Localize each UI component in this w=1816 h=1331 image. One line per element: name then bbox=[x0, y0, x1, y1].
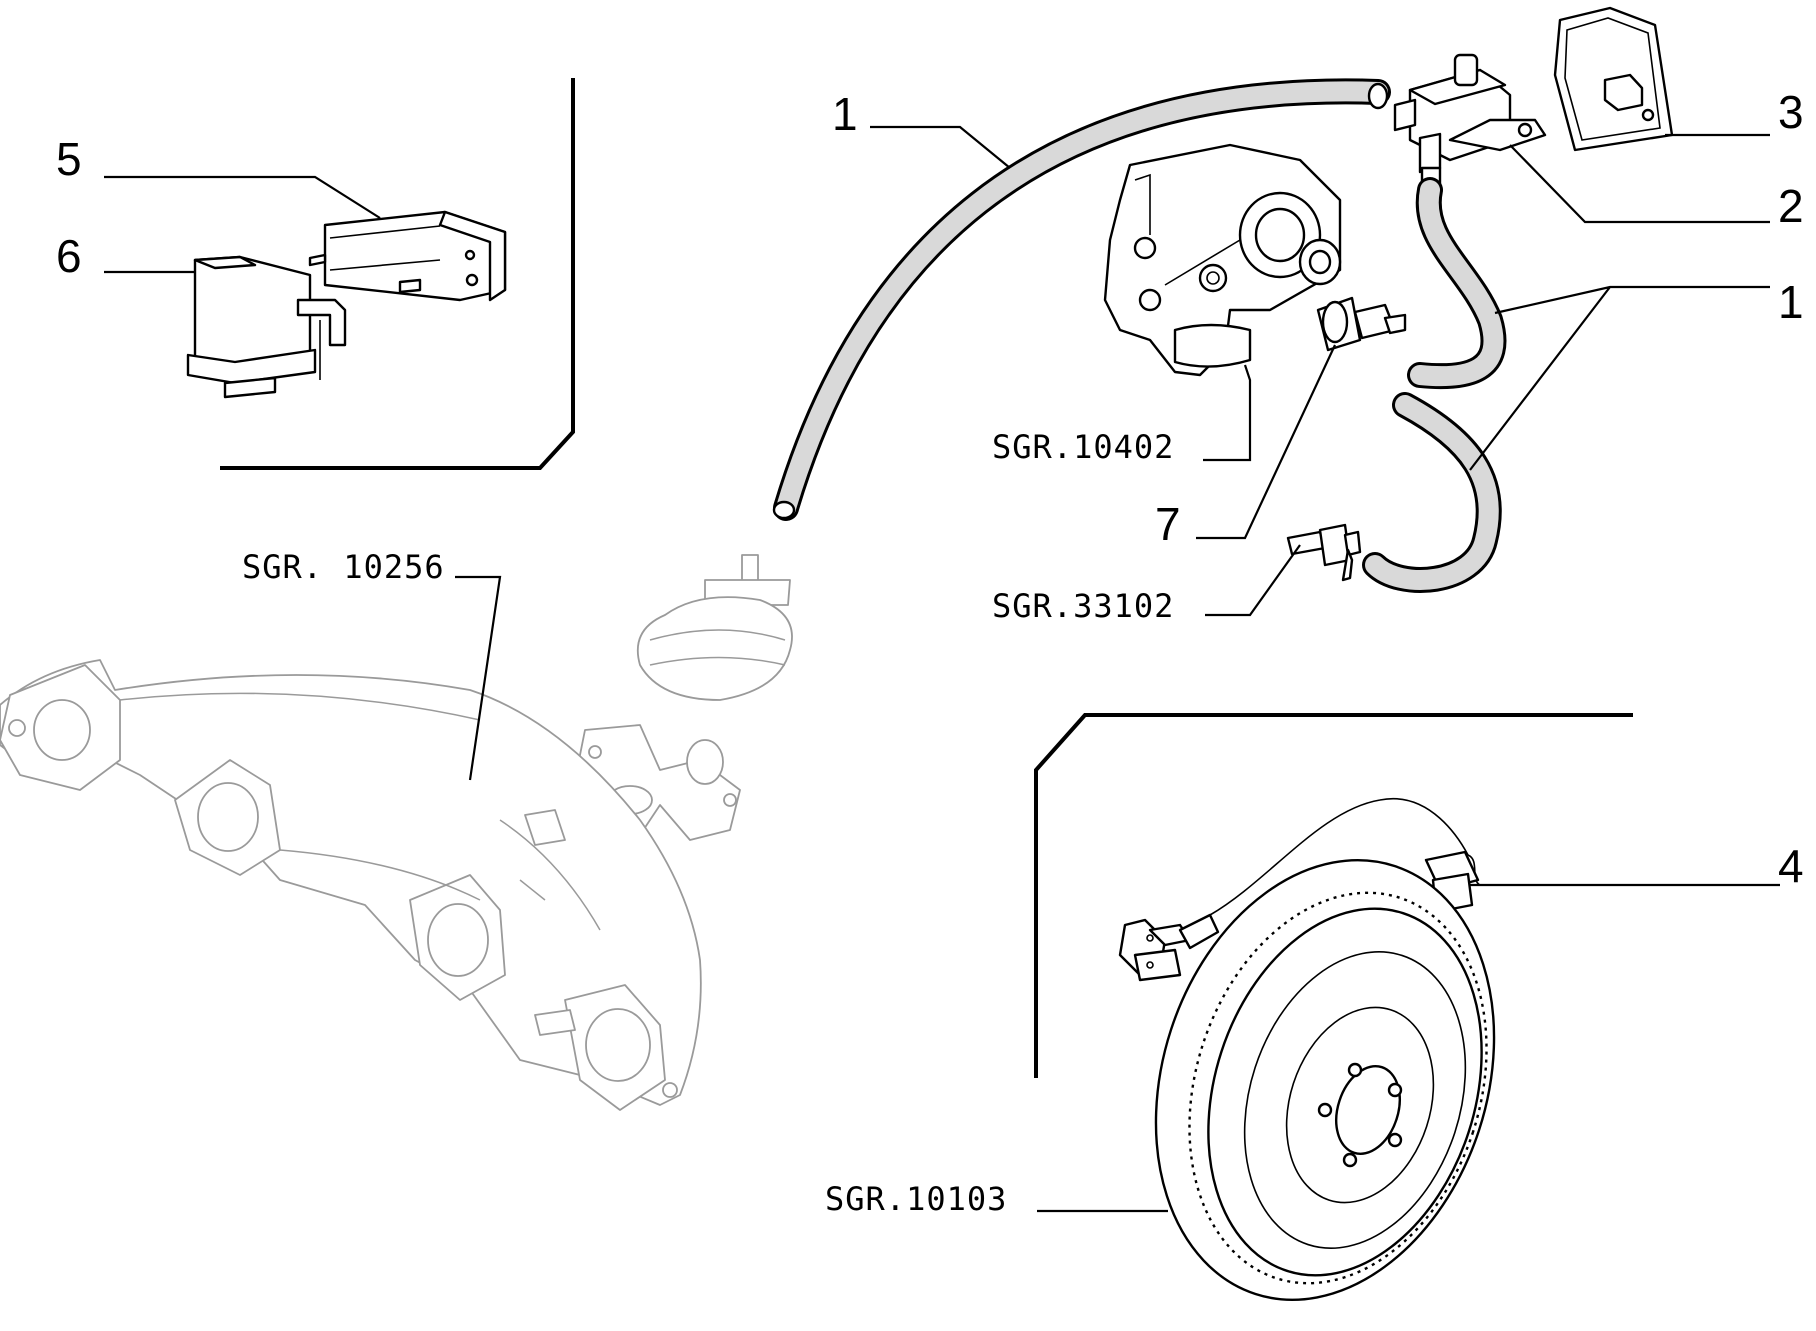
upper-left-frame bbox=[220, 78, 575, 470]
flywheel bbox=[1154, 859, 1496, 1301]
leader-10256 bbox=[455, 575, 502, 781]
leader-33102 bbox=[1205, 544, 1301, 617]
callout-7: 7 bbox=[1155, 498, 1181, 550]
temperature-sensor bbox=[1316, 296, 1407, 352]
exhaust-manifold bbox=[0, 659, 702, 1111]
leader-2 bbox=[1509, 144, 1770, 224]
lower-right-frame bbox=[1034, 713, 1633, 1078]
thermostat-housing bbox=[1103, 143, 1342, 377]
callout-6: 6 bbox=[56, 230, 82, 282]
vacuum-hose-union bbox=[1362, 392, 1502, 593]
egr-valve bbox=[574, 554, 793, 865]
callout-2: 2 bbox=[1778, 180, 1804, 232]
callout-5: 5 bbox=[56, 133, 82, 185]
vacuum-valve bbox=[1393, 53, 1547, 188]
leader-10402 bbox=[1203, 364, 1252, 462]
control-unit-bracket bbox=[308, 210, 507, 302]
relay-module bbox=[186, 255, 347, 399]
callout-1-right: 1 bbox=[1778, 276, 1804, 328]
callout-4: 4 bbox=[1778, 840, 1804, 892]
leader-5 bbox=[104, 175, 381, 219]
ref-sgr-10402: SGR.10402 bbox=[992, 428, 1174, 466]
leader-1-right bbox=[1469, 285, 1770, 471]
callout-3: 3 bbox=[1778, 86, 1804, 138]
ref-sgr-10103: SGR.10103 bbox=[825, 1180, 1007, 1218]
bracket-plate bbox=[1553, 6, 1674, 152]
ref-sgr-10256: SGR. 10256 bbox=[242, 548, 445, 586]
callout-1-top: 1 bbox=[832, 88, 858, 140]
ref-sgr-33102: SGR.33102 bbox=[992, 587, 1174, 625]
leader-7 bbox=[1196, 344, 1336, 540]
vacuum-hose-valve bbox=[1407, 177, 1507, 390]
crankshaft-sensor bbox=[1118, 797, 1481, 982]
hose-union bbox=[1286, 523, 1362, 582]
leader-1-top bbox=[870, 125, 1011, 169]
vacuum-hose-long bbox=[772, 78, 1391, 521]
